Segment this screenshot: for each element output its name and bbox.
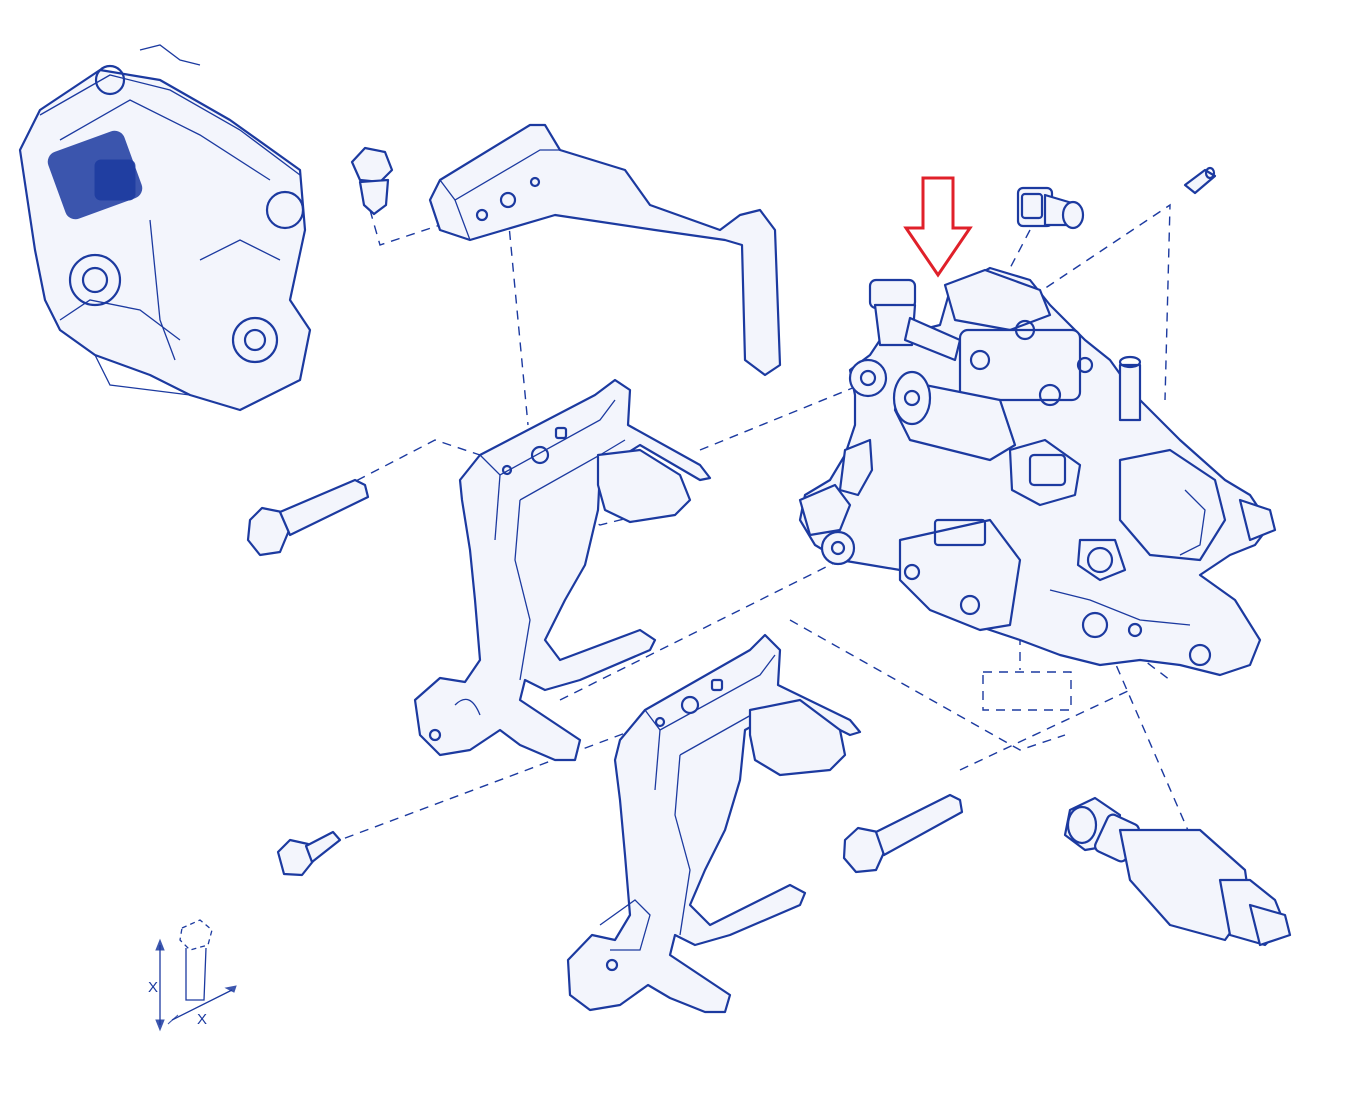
highlight-arrow: [903, 176, 973, 278]
lower-bracket-right: [566, 633, 862, 1014]
engine-assembly-thumbnail: [18, 44, 312, 412]
flange-bolt-small-bottom: [276, 830, 342, 877]
flange-bolt-long-left: [246, 478, 370, 557]
locating-pin: [1183, 166, 1217, 195]
flow-control-valve: [1063, 796, 1292, 947]
bolt-dimension-legend: X X: [148, 919, 237, 1032]
flange-bolt-small-top: [350, 146, 394, 216]
upper-bracket: [428, 123, 782, 377]
dimension-label-vertical: X: [148, 979, 158, 996]
down-arrow-icon: [903, 176, 973, 278]
fuel-pressure-sensor: [1016, 186, 1085, 230]
lower-bracket-left: [413, 378, 712, 762]
dimension-label-horizontal: X: [197, 1011, 207, 1028]
high-pressure-fuel-pump: [798, 266, 1277, 677]
flange-bolt-long-right: [842, 793, 964, 874]
part-number-label-box: [982, 671, 1072, 711]
